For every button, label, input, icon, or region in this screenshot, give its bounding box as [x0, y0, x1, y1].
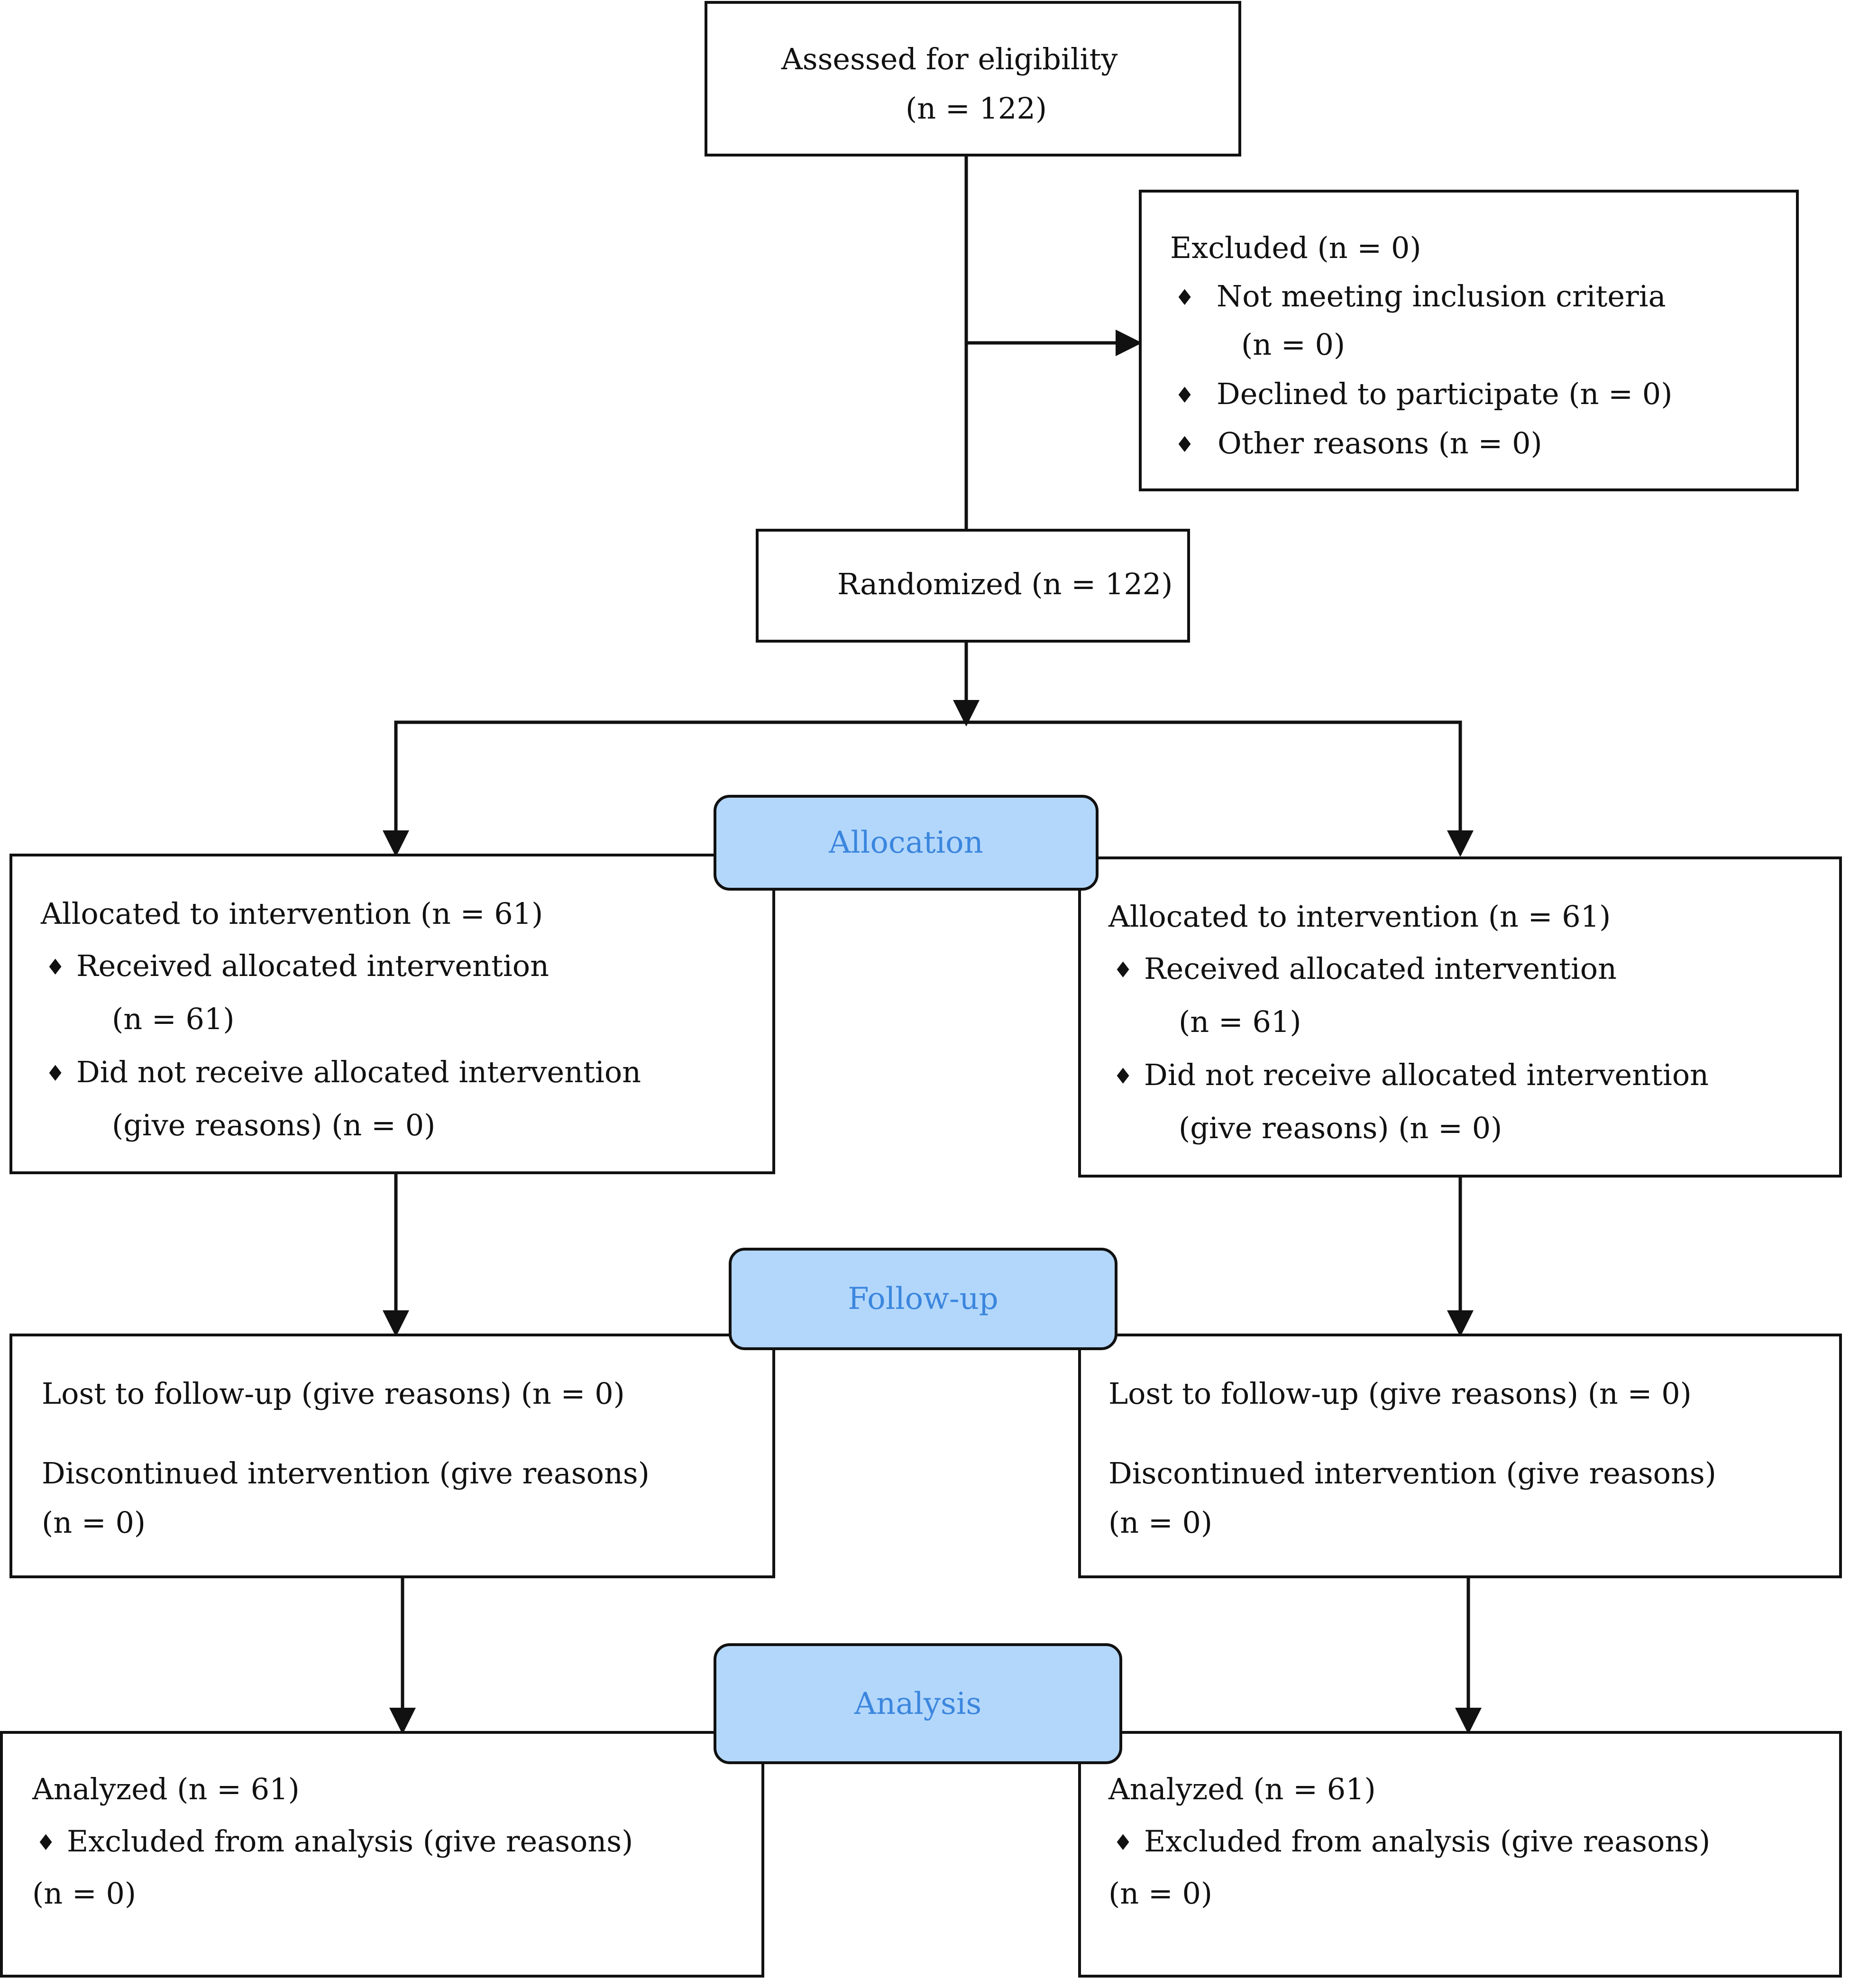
- diamond-bullet-icon: ♦: [1113, 957, 1133, 983]
- randomized-box: Randomized (n = 122): [756, 529, 1190, 643]
- left-followup-box: Lost to follow-up (give reasons) (n = 0)…: [9, 1334, 775, 1578]
- randomized-label: Randomized (n = 122): [837, 567, 1173, 601]
- left-discontinued-count: (n = 0): [42, 1505, 146, 1540]
- diamond-bullet-icon: ♦: [46, 954, 65, 980]
- right-not-received: Did not receive allocated intervention: [1144, 1058, 1709, 1092]
- diamond-bullet-icon: ♦: [36, 1830, 56, 1855]
- excluded-item-inclusion: Not meeting inclusion criteria: [1217, 279, 1666, 313]
- left-analyzed: Analyzed (n = 61): [32, 1772, 300, 1806]
- right-allocated-title: Allocated to intervention (n = 61): [1108, 899, 1611, 934]
- right-discontinued-count: (n = 0): [1108, 1505, 1213, 1540]
- excluded-title: Excluded (n = 0): [1170, 230, 1421, 265]
- left-allocated-box: Allocated to intervention (n = 61) ♦ Rec…: [9, 854, 775, 1174]
- left-allocated-title: Allocated to intervention (n = 61): [41, 896, 543, 931]
- analysis-stage-label: Analysis: [714, 1643, 1122, 1764]
- right-followup-box: Lost to follow-up (give reasons) (n = 0)…: [1078, 1334, 1842, 1578]
- left-excluded-analysis: Excluded from analysis (give reasons): [67, 1824, 633, 1859]
- left-not-received-reason: (give reasons) (n = 0): [112, 1108, 436, 1142]
- left-received: Received allocated intervention: [76, 948, 550, 983]
- diamond-bullet-icon: ♦: [1175, 432, 1195, 457]
- assessed-title: Assessed for eligibility: [781, 42, 1118, 76]
- right-received: Received allocated intervention: [1144, 951, 1617, 986]
- left-lost: Lost to follow-up (give reasons) (n = 0): [42, 1376, 625, 1411]
- right-analysis-box: Analyzed (n = 61) ♦ Excluded from analys…: [1078, 1731, 1842, 1978]
- allocation-stage-label: Allocation: [714, 795, 1099, 891]
- diamond-bullet-icon: ♦: [1113, 1830, 1133, 1855]
- excluded-item-other: Other reasons (n = 0): [1218, 426, 1542, 460]
- left-analysis-box: Analyzed (n = 61) ♦ Excluded from analys…: [0, 1731, 764, 1978]
- excluded-box: Excluded (n = 0) ♦ Not meeting inclusion…: [1139, 190, 1799, 491]
- excluded-item-declined: Declined to participate (n = 0): [1217, 377, 1673, 411]
- assessed-box: Assessed for eligibility (n = 122): [705, 1, 1241, 156]
- assessed-count: (n = 122): [906, 91, 1047, 126]
- right-allocated-box: Allocated to intervention (n = 61) ♦ Rec…: [1078, 856, 1842, 1178]
- left-not-received: Did not receive allocated intervention: [76, 1055, 641, 1089]
- excluded-item-inclusion-count: (n = 0): [1241, 327, 1346, 362]
- right-analyzed: Analyzed (n = 61): [1108, 1772, 1376, 1806]
- left-received-count: (n = 61): [112, 1002, 235, 1036]
- right-discontinued: Discontinued intervention (give reasons): [1108, 1456, 1716, 1491]
- followup-stage-label: Follow-up: [729, 1248, 1117, 1350]
- right-excluded-analysis-count: (n = 0): [1108, 1876, 1213, 1911]
- right-not-received-reason: (give reasons) (n = 0): [1179, 1111, 1502, 1145]
- right-lost: Lost to follow-up (give reasons) (n = 0): [1108, 1376, 1692, 1411]
- diamond-bullet-icon: ♦: [1175, 382, 1195, 408]
- right-excluded-analysis: Excluded from analysis (give reasons): [1144, 1824, 1711, 1859]
- left-excluded-analysis-count: (n = 0): [32, 1876, 137, 1911]
- right-received-count: (n = 61): [1179, 1004, 1301, 1039]
- diamond-bullet-icon: ♦: [1175, 285, 1195, 310]
- left-discontinued: Discontinued intervention (give reasons): [42, 1456, 650, 1491]
- diamond-bullet-icon: ♦: [46, 1060, 65, 1086]
- diamond-bullet-icon: ♦: [1113, 1063, 1133, 1089]
